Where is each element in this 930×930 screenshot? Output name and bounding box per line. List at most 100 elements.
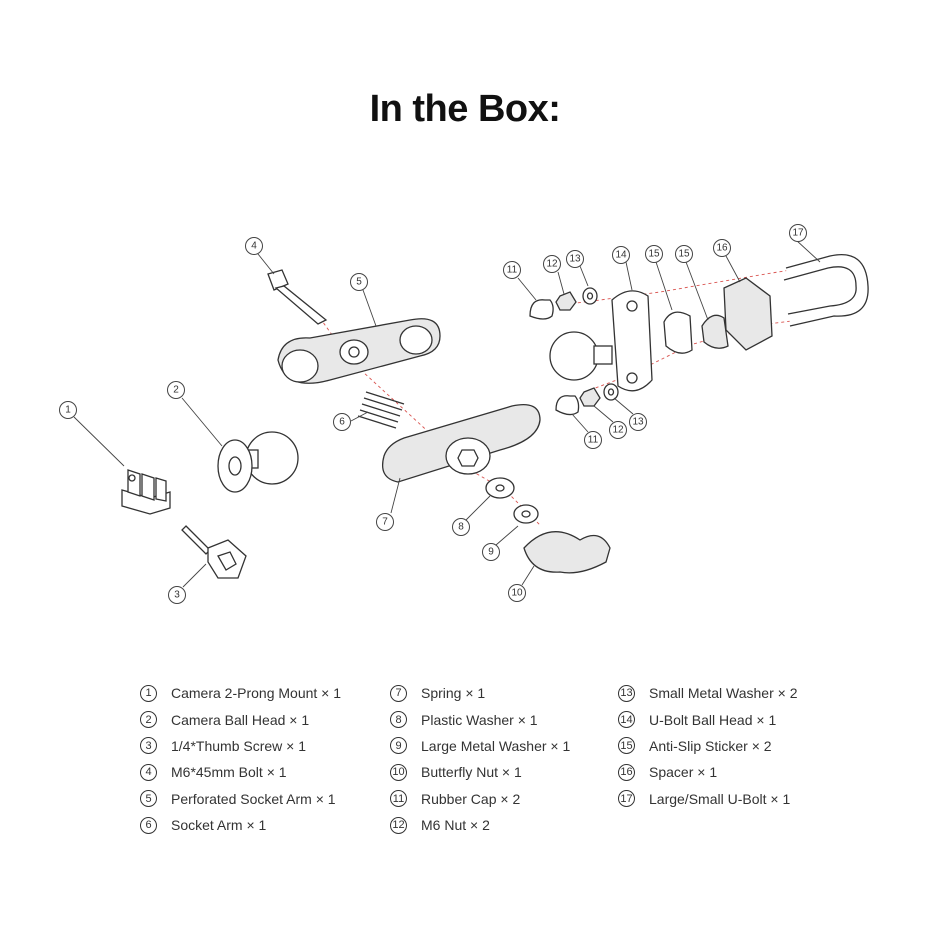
svg-text:2: 2 [173,385,179,396]
svg-text:3: 3 [174,590,180,601]
callout-10: 10 [508,584,526,602]
part-butterfly-nut [523,531,611,574]
legend-label: Butterfly Nut × 1 [421,764,522,781]
svg-text:12: 12 [612,425,624,436]
callout-13-top: 13 [566,250,584,268]
part-u-bolt-ball-head [549,290,653,392]
part-anti-slip-sticker [663,311,729,354]
svg-text:12: 12 [546,259,558,270]
part-camera-2-prong-mount [121,469,171,515]
legend-number: 7 [390,684,407,702]
callouts: 1 2 3 4 5 6 7 8 9 10 11 12 13 14 15 15 1… [59,224,807,604]
legend-label: Spring × 1 [421,685,486,702]
legend-label: Large Metal Washer × 1 [421,737,571,754]
legend-number: 8 [390,711,407,729]
legend-number: 14 [618,711,635,729]
svg-text:16: 16 [716,243,728,254]
legend-item: 7 Spring × 1 [390,680,570,706]
svg-text:17: 17 [792,228,804,239]
page-title: In the Box: [369,88,561,130]
parts-legend: 1 Camera 2-Prong Mount × 1 2 Camera Ball H… [0,680,930,860]
legend-label: M6*45mm Bolt × 1 [171,764,287,781]
callout-16: 16 [713,239,731,257]
legend-number: 3 [140,737,157,755]
legend-item: 2 Camera Ball Head × 1 [140,706,341,732]
part-small-metal-washer [582,287,619,401]
callout-5: 5 [350,273,368,291]
svg-text:15: 15 [648,249,660,260]
part-thumb-screw [181,525,247,579]
part-plastic-washer [485,477,515,499]
part-spacer [723,277,773,351]
callout-17: 17 [789,224,807,242]
legend-number: 10 [390,763,407,781]
part-camera-ball-head [217,431,299,493]
legend-label: Camera Ball Head × 1 [171,711,310,728]
part-u-bolt [783,254,869,327]
part-spring [357,391,405,429]
svg-text:6: 6 [339,417,345,428]
svg-text:14: 14 [615,250,627,261]
svg-text:7: 7 [382,517,388,528]
callout-15-right: 15 [675,245,693,263]
callout-12-top: 12 [543,255,561,273]
callout-13-bottom: 13 [629,413,647,431]
legend-number: 17 [618,790,635,808]
part-socket-arm [381,403,541,483]
svg-text:11: 11 [588,435,599,446]
legend-label: Perforated Socket Arm × 1 [171,790,336,807]
legend-item: 5 Perforated Socket Arm × 1 [140,786,341,812]
svg-text:13: 13 [632,417,644,428]
callout-2: 2 [167,381,185,399]
legend-number: 16 [618,763,635,781]
callout-15-left: 15 [645,245,663,263]
svg-text:5: 5 [356,277,362,288]
svg-text:1: 1 [65,405,71,416]
legend-number: 2 [140,711,157,729]
legend-label: Socket Arm × 1 [171,817,267,834]
callout-12-bottom: 12 [609,421,627,439]
legend-label: M6 Nut × 2 [421,817,490,834]
legend-item: 12 M6 Nut × 2 [390,812,570,838]
legend-label: U-Bolt Ball Head × 1 [649,711,777,728]
legend-item: 10 Butterfly Nut × 1 [390,759,570,785]
legend-item: 8 Plastic Washer × 1 [390,706,570,732]
legend-item: 9 Large Metal Washer × 1 [390,733,570,759]
callout-4: 4 [245,237,263,255]
legend-number: 15 [618,737,635,755]
svg-text:15: 15 [678,249,690,260]
legend-label: Spacer × 1 [649,764,718,781]
legend-number: 12 [390,816,407,834]
callout-14: 14 [612,246,630,264]
legend-item: 14 U-Bolt Ball Head × 1 [618,706,797,732]
legend-item: 3 1/4*Thumb Screw × 1 [140,733,341,759]
part-large-metal-washer [513,504,539,524]
legend-label: Plastic Washer × 1 [421,711,538,728]
svg-text:8: 8 [458,522,464,533]
legend-number: 1 [140,684,157,702]
part-m6-nut [555,291,601,407]
legend-number: 5 [140,790,157,808]
callout-1: 1 [59,401,77,419]
legend-label: Rubber Cap × 2 [421,790,521,807]
part-m6-bolt [267,269,328,325]
legend-item: 16 Spacer × 1 [618,759,797,785]
legend-item: 11 Rubber Cap × 2 [390,786,570,812]
part-perforated-socket-arm [277,318,441,384]
svg-text:13: 13 [569,254,581,265]
callout-7: 7 [376,513,394,531]
legend-number: 4 [140,763,157,781]
callout-11-bottom: 11 [584,431,602,449]
legend-number: 9 [390,737,407,755]
callout-3: 3 [168,586,186,604]
svg-text:11: 11 [507,265,518,276]
legend-number: 11 [390,790,407,808]
legend-label: Camera 2-Prong Mount × 1 [171,685,342,702]
svg-text:9: 9 [488,547,494,558]
legend-label: 1/4*Thumb Screw × 1 [171,737,307,754]
